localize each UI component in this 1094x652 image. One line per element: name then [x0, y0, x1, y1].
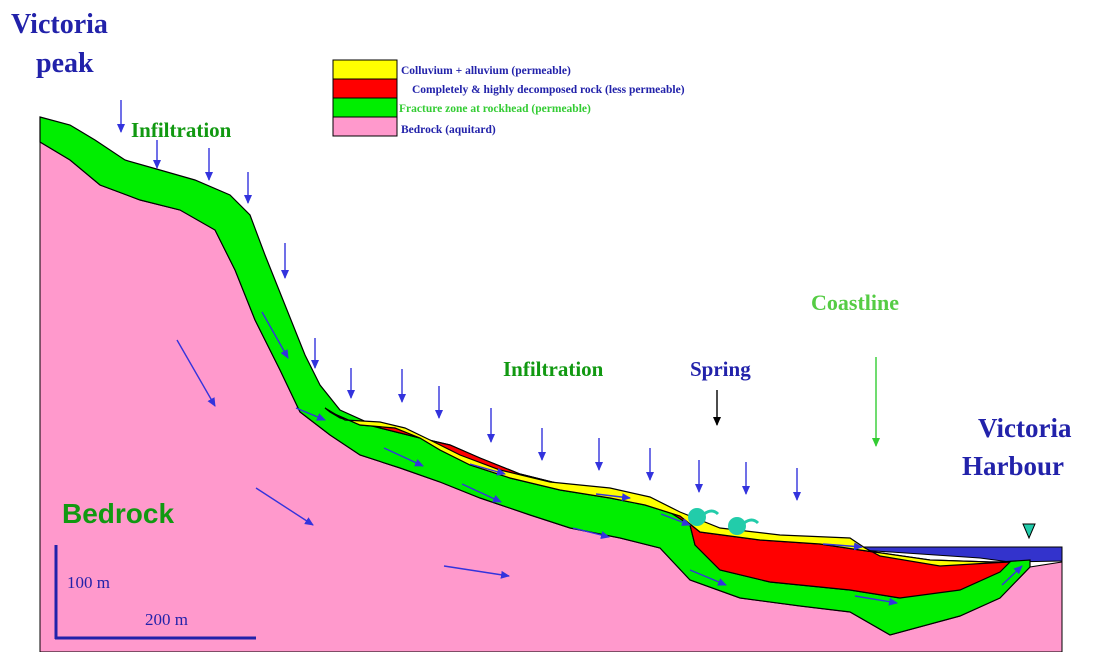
flow-arrow — [854, 595, 898, 606]
flow-arrow — [383, 447, 424, 467]
infiltration-label: Infiltration — [503, 357, 604, 381]
victoria-peak-label: peak — [36, 48, 94, 79]
legend-label: Fracture zone at rockhead (permeable) — [399, 103, 591, 115]
scale-horizontal-label: 200 m — [145, 610, 188, 629]
legend-label: Completely & highly decomposed rock (les… — [412, 84, 685, 96]
flow-arrow — [443, 565, 510, 579]
flow-arrow — [461, 483, 502, 503]
groundwater-flow-arrows — [176, 311, 1023, 606]
flow-arrow — [822, 542, 863, 551]
bedrock-label: Bedrock — [62, 498, 174, 529]
flow-arrow — [255, 487, 314, 526]
flow-arrow — [595, 493, 631, 502]
water-level-marker — [1022, 523, 1036, 540]
flow-arrow — [660, 513, 691, 526]
coastline-label: Coastline — [811, 290, 899, 315]
infiltration-label: Infiltration — [131, 118, 232, 142]
legend-swatch-colluvium — [332, 59, 398, 80]
flow-arrow — [469, 463, 506, 476]
victoria-harbour-label: Harbour — [962, 451, 1064, 481]
flow-arrow — [295, 407, 326, 421]
legend: Colluvium + alluvium (permeable) Complet… — [332, 59, 685, 137]
scale-bar: 100 m 200 m — [54, 545, 256, 640]
legend-label: Bedrock (aquitard) — [401, 124, 496, 136]
legend-label: Colluvium + alluvium (permeable) — [401, 65, 571, 77]
spring-label: Spring — [690, 357, 751, 381]
victoria-harbour-label: Victoria — [978, 413, 1072, 443]
flow-arrow — [176, 339, 216, 407]
scale-vertical-label: 100 m — [67, 573, 110, 592]
flow-arrow — [572, 527, 610, 539]
flow-arrow — [689, 569, 727, 586]
legend-swatch-fracture — [332, 97, 398, 118]
spring-symbol — [688, 508, 720, 526]
spring-symbol — [728, 517, 760, 535]
legend-swatch-decomposed — [332, 78, 398, 99]
flow-arrow — [261, 311, 289, 359]
victoria-peak-label: Victoria — [11, 9, 108, 40]
legend-swatch-bedrock — [332, 116, 398, 137]
infiltration-arrows — [117, 100, 801, 501]
flow-arrow — [1001, 565, 1023, 586]
